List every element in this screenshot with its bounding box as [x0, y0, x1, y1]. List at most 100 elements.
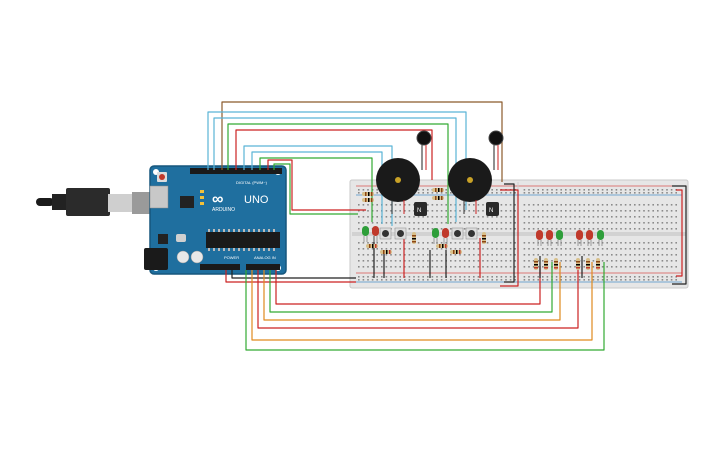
breadboard-hole	[482, 216, 484, 218]
breadboard-hole	[440, 276, 443, 278]
breadboard-hole	[657, 228, 659, 230]
resistor	[450, 250, 462, 254]
breadboard-hole	[661, 279, 664, 281]
breadboard-hole	[583, 204, 585, 206]
breadboard-hole	[440, 260, 443, 262]
breadboard[interactable]	[349, 179, 689, 289]
breadboard-hole	[578, 276, 581, 278]
breadboard-hole	[523, 222, 526, 224]
power-header[interactable]	[200, 264, 240, 270]
transistor-1[interactable]: N	[414, 202, 427, 216]
breadboard-hole	[588, 189, 590, 191]
breadboard-hole	[634, 242, 636, 244]
breadboard-hole	[601, 192, 604, 194]
transistor-2[interactable]: N	[486, 202, 499, 216]
breadboard-hole	[661, 210, 664, 212]
breadboard-hole	[376, 254, 378, 256]
breadboard-hole	[620, 228, 622, 230]
breadboard-hole	[427, 222, 429, 224]
breadboard-hole	[473, 279, 475, 281]
piezo-disc-1[interactable]	[416, 130, 432, 170]
digital-header[interactable]	[190, 168, 282, 174]
breadboard-hole	[500, 254, 503, 256]
breadboard-hole	[413, 266, 415, 268]
breadboard-hole	[606, 216, 608, 218]
breadboard-hole	[565, 216, 567, 218]
breadboard-hole	[565, 266, 567, 268]
breadboard-hole	[427, 279, 429, 281]
breadboard-hole	[601, 228, 604, 230]
breadboard-hole	[661, 222, 664, 224]
breadboard-hole	[611, 222, 613, 224]
breadboard-hole	[592, 204, 595, 206]
buzzer-1[interactable]	[376, 158, 420, 214]
breadboard-hole	[629, 276, 631, 278]
breadboard-hole	[624, 279, 627, 281]
breadboard-hole	[546, 216, 549, 218]
piezo-disc-2[interactable]	[488, 130, 504, 170]
resistor	[586, 258, 590, 270]
breadboard-hole	[532, 260, 535, 262]
breadboard-hole	[394, 276, 397, 278]
breadboard-hole	[399, 248, 401, 250]
arduino-uno-board[interactable]: ∞ ARDUINO UNO DIGITAL (PWM~) POWER ANALO…	[144, 165, 287, 275]
breadboard-hole	[431, 204, 434, 206]
wire-red-1	[235, 129, 433, 180]
breadboard-hole	[647, 210, 650, 212]
breadboard-hole	[477, 222, 480, 224]
breadboard-hole	[560, 254, 562, 256]
breadboard-hole	[505, 276, 507, 278]
breadboard-hole	[496, 242, 498, 244]
breadboard-hole	[620, 254, 622, 256]
resistor	[534, 258, 538, 270]
breadboard-hole	[454, 222, 457, 224]
breadboard-hole	[592, 192, 595, 194]
breadboard-hole	[634, 192, 636, 194]
breadboard-hole	[358, 242, 360, 244]
breadboard-hole	[523, 192, 526, 194]
breadboard-hole	[404, 222, 406, 224]
breadboard-hole	[565, 242, 567, 244]
breadboard-hole	[509, 204, 512, 206]
breadboard-hole	[362, 222, 365, 224]
breadboard-hole	[367, 204, 369, 206]
breadboard-hole	[505, 266, 507, 268]
buzzer-2[interactable]	[448, 158, 492, 214]
breadboard-hole	[440, 248, 443, 250]
breadboard-hole	[560, 260, 562, 262]
breadboard-hole	[615, 248, 618, 250]
breadboard-hole	[404, 260, 406, 262]
breadboard-hole	[422, 228, 424, 230]
breadboard-hole	[565, 192, 567, 194]
pushbutton-1	[379, 227, 392, 240]
breadboard-hole	[670, 204, 673, 206]
breadboard-hole	[528, 279, 530, 281]
breadboard-hole	[367, 276, 369, 278]
breadboard-hole	[399, 276, 401, 278]
breadboard-hole	[624, 254, 627, 256]
breadboard-hole	[634, 254, 636, 256]
pushbuttons[interactable]	[379, 227, 478, 240]
power-header-label: POWER	[224, 255, 239, 260]
breadboard-hole	[532, 210, 535, 212]
breadboard-hole	[427, 248, 429, 250]
breadboard-hole	[491, 216, 493, 218]
breadboard-hole	[675, 266, 677, 268]
breadboard-hole	[574, 189, 576, 191]
breadboard-hole	[569, 279, 572, 281]
breadboard-hole	[657, 222, 659, 224]
breadboard-hole	[422, 192, 424, 194]
breadboard-hole	[532, 242, 535, 244]
usb-cable	[36, 188, 152, 216]
breadboard-hole	[422, 248, 424, 250]
breadboard-hole	[675, 254, 677, 256]
breadboard-hole	[408, 254, 411, 256]
breadboard-hole	[615, 204, 618, 206]
analog-header[interactable]	[246, 264, 280, 270]
breadboard-hole	[532, 192, 535, 194]
breadboard-hole	[445, 242, 447, 244]
breadboard-hole	[463, 204, 466, 206]
breadboard-hole	[597, 242, 599, 244]
breadboard-hole	[611, 228, 613, 230]
breadboard-hole	[597, 222, 599, 224]
